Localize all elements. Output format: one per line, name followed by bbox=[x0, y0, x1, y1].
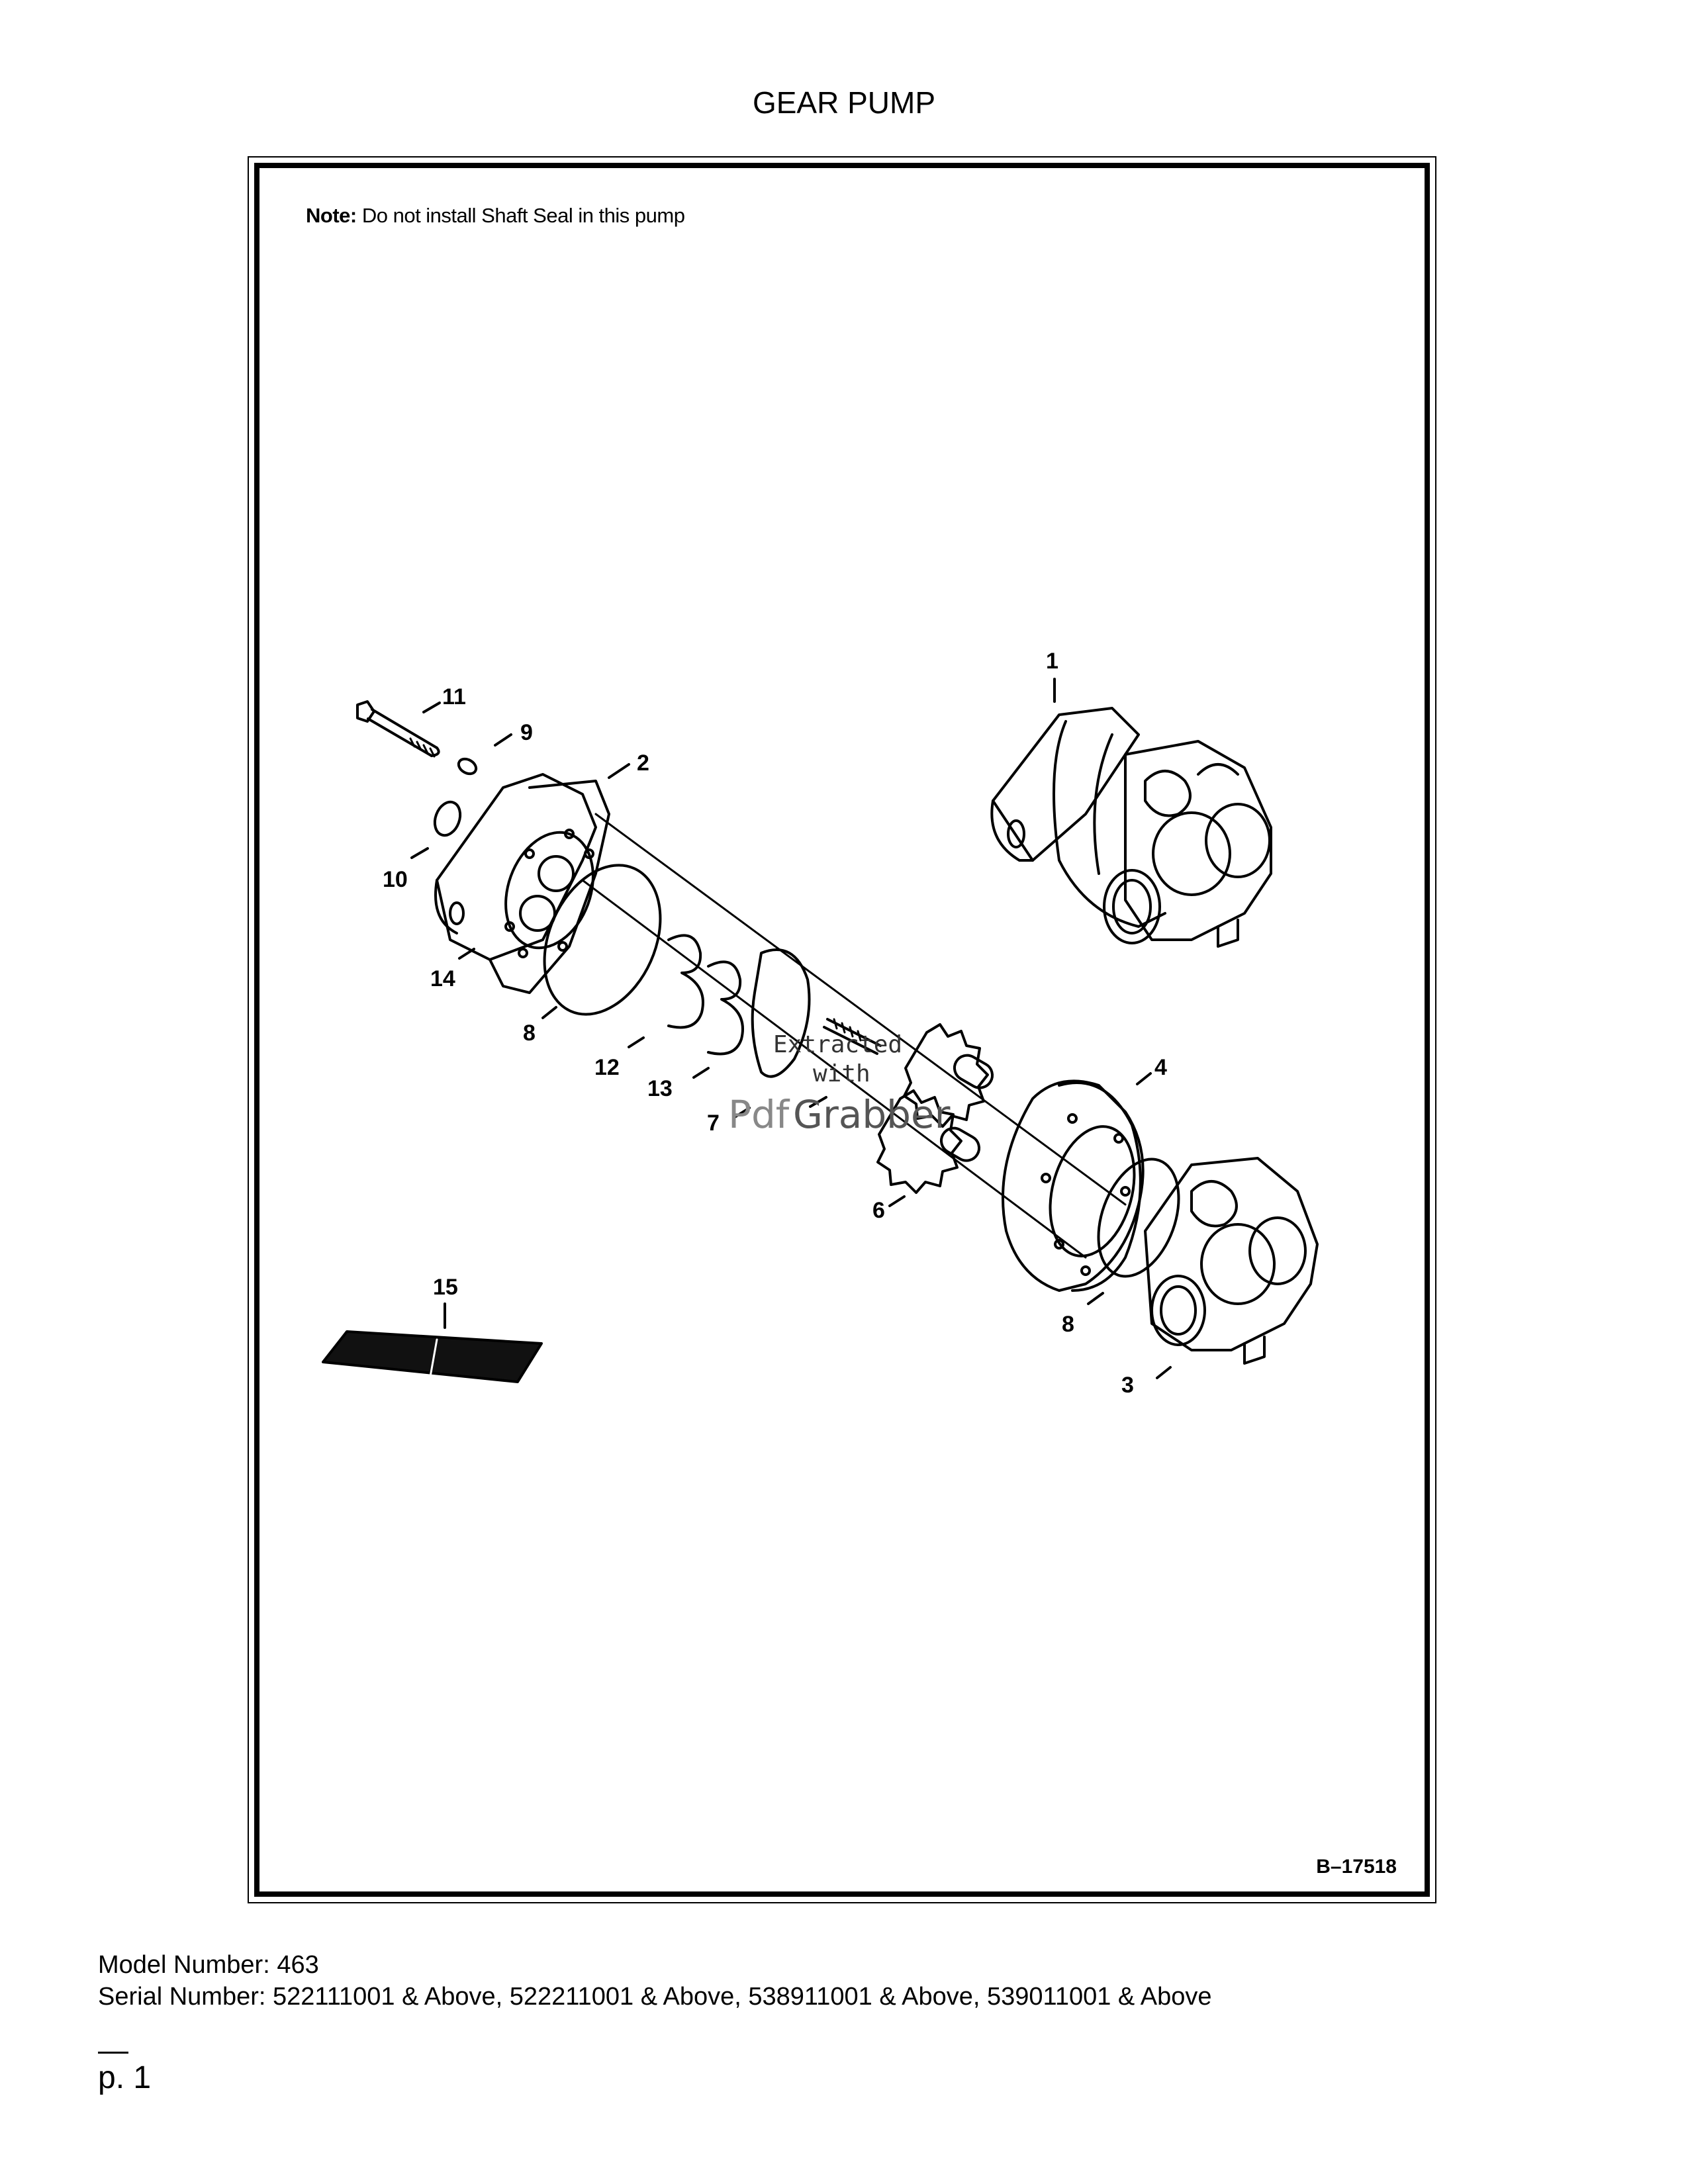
page-number-rule bbox=[98, 2052, 128, 2054]
part-12-seal bbox=[667, 934, 704, 1029]
figure-id: B–17518 bbox=[1316, 1856, 1397, 1878]
serial-number: Serial Number: 522111001 & Above, 522211… bbox=[98, 1983, 1212, 2011]
install-note: Note: Do not install Shaft Seal in this … bbox=[306, 204, 685, 228]
callout-10: 10 bbox=[383, 867, 408, 892]
part-15-decal bbox=[322, 1330, 543, 1383]
callout-3: 3 bbox=[1121, 1373, 1134, 1398]
part-5-drive-gear bbox=[823, 1018, 994, 1128]
callout-8-front: 8 bbox=[523, 1021, 536, 1046]
callout-12: 12 bbox=[594, 1055, 620, 1080]
part-2-front-cover bbox=[434, 773, 610, 994]
callout-7: 7 bbox=[707, 1111, 720, 1136]
callout-13: 13 bbox=[647, 1076, 673, 1101]
callout-11: 11 bbox=[442, 684, 466, 709]
exploded-gear-pump-diagram: 1 2 3 4 6 7 8 8 8 9 10 11 12 13 14 15 bbox=[322, 649, 1319, 1398]
diagram-frame bbox=[248, 156, 1436, 1903]
part-4-gear-housing bbox=[1002, 1079, 1145, 1292]
part-13-seal bbox=[707, 960, 744, 1056]
part-6-driven-gear bbox=[876, 1089, 981, 1194]
part-11-bolt bbox=[356, 700, 440, 758]
callout-9: 9 bbox=[520, 720, 533, 745]
watermark-line-extracted: Extracted bbox=[773, 1031, 903, 1058]
callout-2: 2 bbox=[637, 751, 649, 776]
note-text: Do not install Shaft Seal in this pump bbox=[361, 204, 685, 227]
part-9-washer bbox=[457, 757, 478, 776]
pdfgrabber-watermark: Extracted with Pdf Grabber bbox=[728, 1026, 1006, 1145]
part-8-seal-front bbox=[543, 864, 662, 1016]
callout-1: 1 bbox=[1046, 649, 1058, 674]
callout-14: 14 bbox=[430, 966, 455, 991]
part-7-wear-plate bbox=[751, 948, 811, 1078]
page-title: GEAR PUMP bbox=[752, 85, 936, 120]
watermark-brand-grabber: Grabber bbox=[793, 1092, 951, 1137]
part-8-seal-rear bbox=[1097, 1158, 1180, 1278]
callout-4: 4 bbox=[1154, 1055, 1167, 1080]
callout-15: 15 bbox=[433, 1275, 458, 1300]
callout-leader-lines bbox=[410, 678, 1172, 1379]
callout-numbers: 1 2 3 4 6 7 8 8 8 9 10 11 12 13 14 15 bbox=[383, 649, 1167, 1398]
callout-8-rear: 8 bbox=[1062, 1312, 1074, 1337]
watermark-line-with: with bbox=[813, 1060, 870, 1087]
model-number: Model Number: 463 bbox=[98, 1951, 319, 1979]
part-10-o-ring bbox=[433, 800, 462, 837]
note-label: Note: bbox=[306, 204, 357, 227]
callout-6: 6 bbox=[872, 1198, 885, 1223]
watermark-brand-pdf: Pdf bbox=[728, 1092, 790, 1137]
page-number: p. 1 bbox=[98, 2060, 152, 2095]
part-3-rear-cover bbox=[1144, 1157, 1319, 1365]
part-1-pump-assembly bbox=[990, 707, 1272, 948]
diagram-frame-inner-border bbox=[254, 163, 1430, 1897]
